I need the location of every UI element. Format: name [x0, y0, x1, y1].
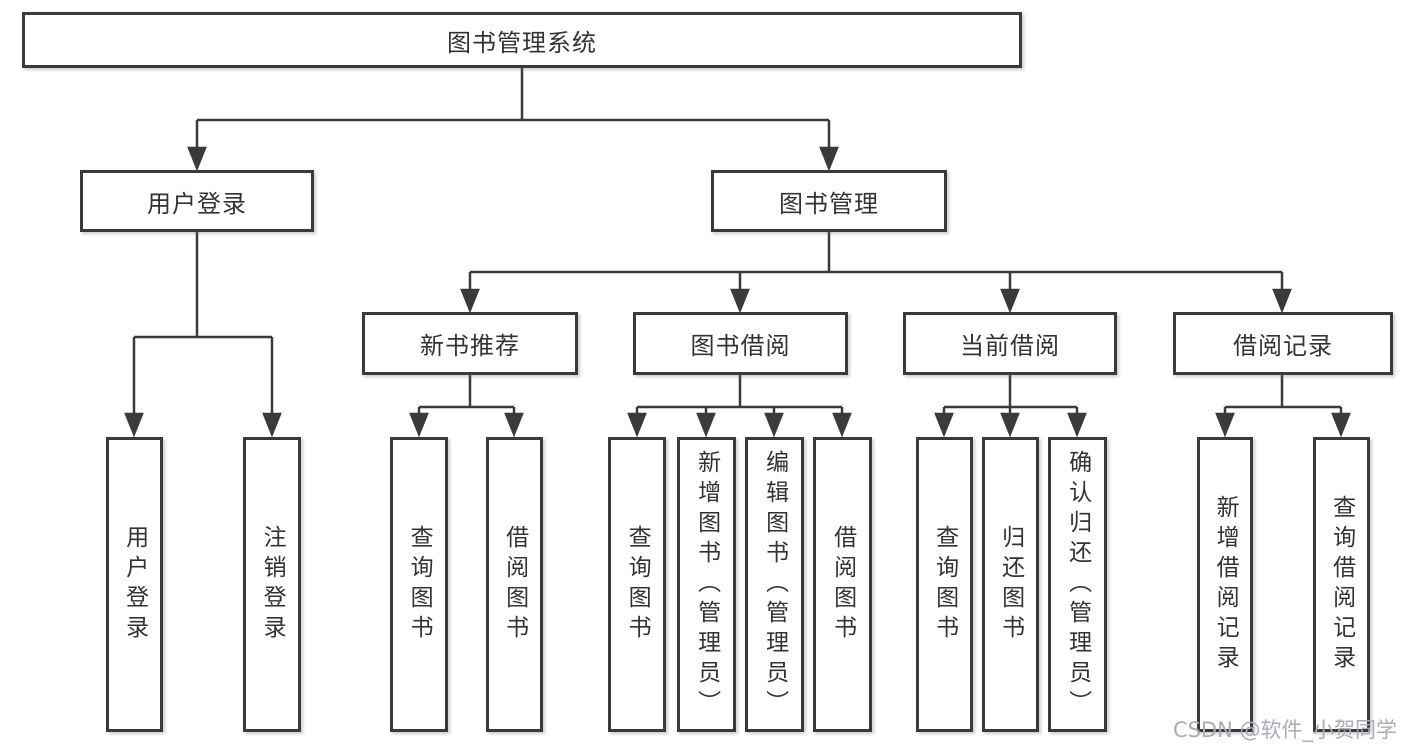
node-new-book-recommendation: 新书推荐 [362, 312, 578, 375]
node-book-borrowing: 图书借阅 [633, 312, 848, 375]
node-label: 新增借阅记录 [1212, 494, 1239, 675]
node-user-login: 用户登录 [80, 170, 314, 232]
node-label: 借阅图书 [501, 524, 528, 645]
node-leaf-user-login: 用户登录 [106, 437, 163, 732]
node-label: 用户登录 [147, 189, 247, 218]
node-leaf-borrow-books: 借阅图书 [813, 437, 872, 732]
node-label: 图书借阅 [690, 332, 791, 360]
node-label: 借阅记录 [1233, 332, 1333, 360]
node-leaf-query-borrow-record: 查询借阅记录 [1313, 437, 1370, 732]
node-leaf-return-books: 归还图书 [982, 437, 1039, 732]
node-label: 当前借阅 [960, 332, 1060, 360]
node-leaf-query-books-current: 查询图书 [916, 437, 973, 732]
node-label: 新书推荐 [420, 332, 520, 360]
node-label: 图书管理 [779, 189, 879, 218]
node-current-borrowing: 当前借阅 [903, 312, 1117, 375]
node-leaf-edit-books-admin: 编辑图书（管理员） [745, 437, 804, 732]
node-book-management: 图书管理 [711, 170, 947, 232]
node-label: 归还图书 [997, 524, 1024, 645]
node-label: 注销登录 [259, 524, 286, 645]
node-label: 编辑图书（管理员） [761, 449, 788, 720]
node-label: 借阅图书 [829, 524, 856, 645]
node-leaf-add-books-admin: 新增图书（管理员） [677, 437, 736, 732]
node-leaf-logout: 注销登录 [243, 437, 301, 732]
node-leaf-query-books-recommend: 查询图书 [390, 437, 448, 732]
node-label: 新增图书（管理员） [693, 449, 720, 720]
node-label: 确认归还（管理员） [1064, 449, 1091, 720]
node-label: 查询图书 [931, 524, 958, 645]
node-label: 图书管理系统 [447, 28, 597, 57]
node-system-root: 图书管理系统 [22, 12, 1022, 68]
node-leaf-borrow-books-recommend: 借阅图书 [486, 437, 543, 732]
csdn-watermark: CSDN @软件_小贺同学 [1172, 718, 1397, 742]
node-label: 查询图书 [406, 524, 433, 645]
node-leaf-query-books: 查询图书 [608, 437, 666, 732]
node-leaf-confirm-return-admin: 确认归还（管理员） [1048, 437, 1107, 732]
node-label: 查询图书 [624, 524, 651, 645]
node-leaf-add-borrow-record: 新增借阅记录 [1197, 437, 1253, 732]
node-borrowing-records: 借阅记录 [1173, 312, 1393, 375]
node-label: 查询借阅记录 [1328, 494, 1355, 675]
node-label: 用户登录 [121, 524, 148, 645]
